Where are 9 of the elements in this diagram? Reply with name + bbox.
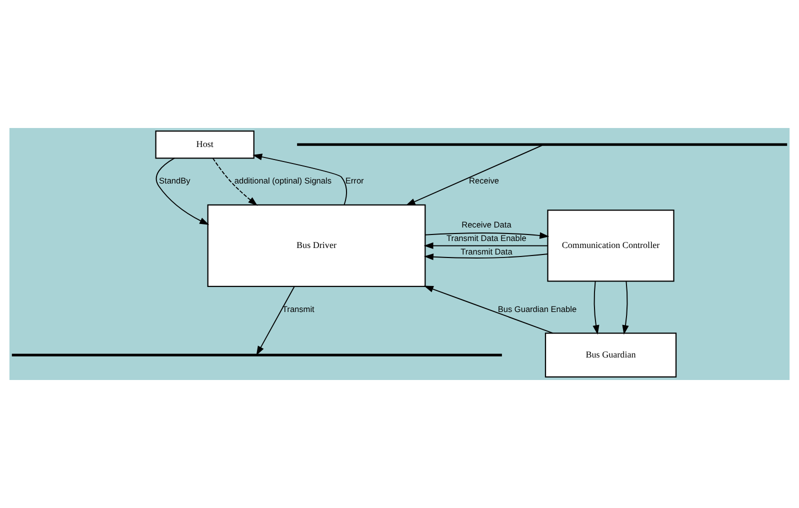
edge-label: Transmit Data Enable: [446, 233, 526, 244]
edge-label: Transmit: [282, 304, 314, 314]
edge-label: StandBy: [159, 176, 190, 186]
edge-label: Error: [345, 176, 364, 186]
edge-label: Receive Data: [462, 219, 512, 230]
edge-label: Bus Guardian Enable: [498, 304, 577, 314]
edge-label: additional (optinal) Signals: [234, 176, 332, 186]
edge-label: Transmit Data: [460, 246, 512, 257]
edge-label: Receive: [469, 176, 499, 186]
